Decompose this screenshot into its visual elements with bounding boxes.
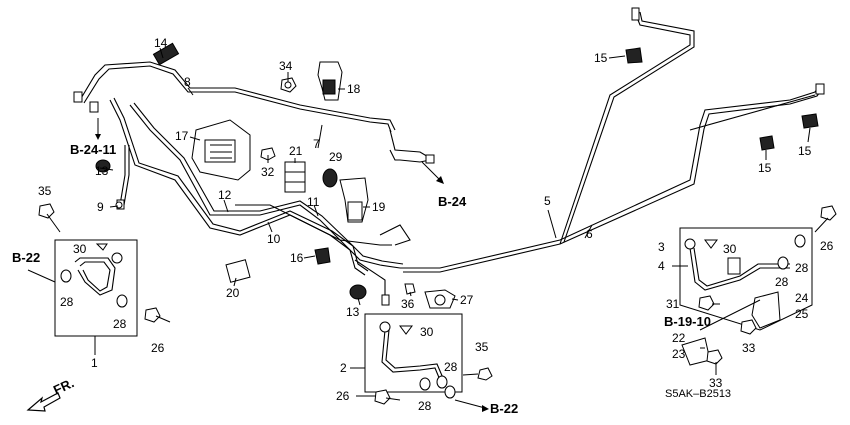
callout-33-b: 33 [709, 376, 723, 390]
callout-30-left: 30 [73, 242, 87, 256]
callout-8: 8 [184, 75, 191, 89]
callout-18: 18 [347, 82, 361, 96]
callout-15-mid: 15 [758, 161, 772, 175]
callout-1: 1 [91, 356, 98, 370]
grommet-13-bottom [349, 284, 367, 300]
callout-30-bottom: 30 [420, 325, 434, 339]
callout-12: 12 [218, 188, 232, 202]
front-left-hose-box [54, 239, 138, 355]
callout-9: 9 [97, 200, 104, 214]
bolt-36 [404, 283, 416, 295]
ref-b-19-10: B-19-10 [664, 314, 711, 329]
fr-label: FR. [51, 375, 76, 397]
bolt-34 [280, 77, 297, 93]
ref-b-22-bottom: B-22 [490, 401, 518, 416]
callout-17: 17 [175, 129, 189, 143]
callout-32: 32 [261, 165, 275, 179]
clip-16 [314, 247, 331, 265]
callout-24: 24 [795, 291, 809, 305]
callout-35-left: 35 [38, 184, 52, 198]
callout-36: 36 [401, 297, 415, 311]
bolt-35-left [38, 203, 61, 233]
brake-pipe-bundle [73, 7, 825, 306]
bolt-26-right [814, 205, 837, 233]
bolt-33-b [706, 349, 723, 375]
callout-5: 5 [544, 194, 551, 208]
callout-31: 31 [666, 297, 680, 311]
callout-28-right-b: 28 [775, 275, 789, 289]
bracket-19 [339, 177, 369, 223]
callout-13-bottom: 13 [346, 305, 360, 319]
callout-23: 23 [672, 347, 686, 361]
callout-19: 19 [372, 200, 386, 214]
callout-13-top: 13 [95, 164, 109, 178]
callout-25: 25 [795, 307, 809, 321]
callout-6: 6 [586, 227, 593, 241]
callout-26-bottom: 26 [336, 389, 350, 403]
front-right-hose-box [364, 313, 463, 399]
callout-22: 22 [672, 331, 686, 345]
bolt-31 [698, 295, 715, 311]
callout-3: 3 [658, 240, 665, 254]
diagram-code: S5AK–B2513 [665, 388, 731, 400]
bolt-32 [260, 147, 276, 161]
bolt-33-a [740, 319, 757, 335]
leader-lines [99, 47, 811, 397]
callout-2: 2 [340, 361, 347, 375]
clip-21 [284, 161, 306, 193]
callout-14: 14 [154, 36, 168, 50]
callout-16: 16 [290, 251, 304, 265]
callout-30-right: 30 [723, 242, 737, 256]
callout-28-right-a: 28 [795, 261, 809, 275]
clip-14 [152, 42, 180, 66]
ref-b-24: B-24 [438, 194, 467, 209]
joint-27 [424, 289, 456, 309]
clip-20 [225, 259, 251, 283]
callout-7: 7 [313, 137, 320, 151]
callout-28-left-a: 28 [60, 295, 74, 309]
grommet-29 [322, 168, 338, 188]
callout-29: 29 [329, 150, 343, 164]
ref-b-24-11: B-24-11 [70, 142, 116, 157]
bracket-22-23 [681, 337, 711, 366]
callout-20: 20 [226, 286, 240, 300]
callout-35-bottom: 35 [475, 340, 489, 354]
callout-28-bottom-b: 28 [418, 399, 432, 413]
bolt-9 [115, 201, 123, 209]
clips-15 [625, 47, 819, 151]
rear-hose-box [679, 227, 813, 331]
ref-b-22-left: B-22 [12, 250, 40, 265]
bracket-24-25 [699, 291, 781, 331]
bolt-26-left [144, 307, 171, 323]
callout-26-right: 26 [820, 239, 834, 253]
callout-11: 11 [307, 195, 320, 209]
callout-26-left: 26 [151, 341, 165, 355]
callout-15-top: 15 [594, 51, 608, 65]
bolt-35-bottom [477, 367, 493, 381]
bracket-18 [317, 61, 343, 101]
reference-labels: B-24-11 B-24 B-22 B-22 B-19-10 [12, 118, 711, 416]
callout-28-bottom-a: 28 [444, 360, 458, 374]
callout-15-right: 15 [798, 144, 812, 158]
callout-27: 27 [460, 293, 474, 307]
front-direction-arrow: FR. [26, 375, 76, 412]
callout-numbers: 14 8 34 18 17 7 13 32 21 29 19 35 9 12 1… [38, 36, 834, 413]
callout-4: 4 [658, 259, 665, 273]
callout-28-left-b: 28 [113, 317, 127, 331]
callout-34: 34 [279, 59, 293, 73]
bolt-26-bottom [374, 389, 401, 405]
callout-10: 10 [267, 232, 281, 246]
callout-21: 21 [289, 144, 303, 158]
callout-33-a: 33 [742, 341, 756, 355]
abs-modulator-17 [191, 119, 251, 181]
